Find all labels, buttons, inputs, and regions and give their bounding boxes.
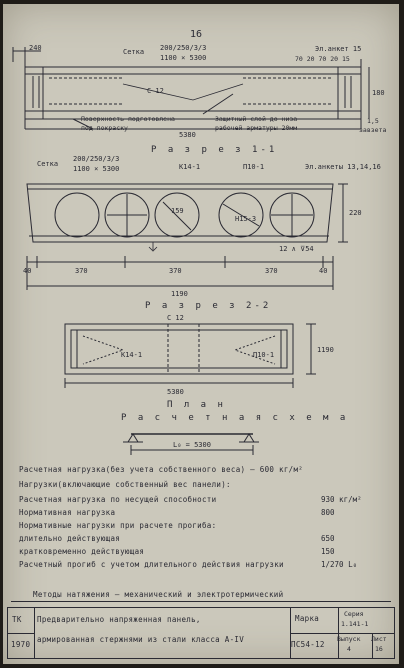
- note-cover-1: Защитный слой до низа: [215, 115, 298, 123]
- section-1-k14: К14-1: [179, 163, 201, 171]
- elevation-length: 5380: [179, 131, 196, 139]
- section-1-rebar-spec-1: 200/250/3/3: [73, 155, 120, 163]
- elevation-rebar-label: Сетка: [123, 48, 145, 56]
- load-row-value: 1/270 L₀: [321, 560, 358, 569]
- section-2-k14: К14-1: [121, 351, 143, 359]
- tb-mark-value: ПС54-12: [291, 640, 325, 649]
- title-block: [7, 607, 395, 659]
- note-right-2: завзета: [359, 126, 387, 134]
- note-right-1: 1,5: [367, 117, 379, 125]
- elevation-rebar-spec-1: 200/250/3/3: [160, 44, 207, 52]
- tb-desc-1: Предварительно напряженная панель,: [37, 615, 201, 624]
- section-1-1-title: Р а з р е з 1-1: [151, 145, 278, 155]
- elevation-drawing: [12, 47, 370, 130]
- tb-mark-label: Марка: [295, 614, 320, 623]
- section-2-p10: П10-1: [253, 351, 275, 359]
- section-1-rebar-spec-2: 1100 × 5300: [73, 165, 120, 173]
- method-underline: [11, 601, 391, 602]
- section-2-length: 5380: [167, 388, 184, 396]
- loads-header: Нагрузки(включающие собственный вес пане…: [19, 480, 231, 489]
- section-1-p10: П10-1: [243, 163, 265, 171]
- load-row-label: Расчетная нагрузка по несущей способност…: [19, 495, 217, 504]
- load-row-label: длительно действующая: [19, 534, 121, 543]
- section-1-dim-40-left: 40: [23, 267, 32, 275]
- elevation-rebar-spec-2: 1100 × 5300: [160, 54, 207, 62]
- note-cover-2: рабочей арматуры 20мм: [215, 124, 298, 132]
- tb-issue-value: 4: [347, 645, 351, 653]
- section-1-dim-40-right: 40: [319, 267, 328, 275]
- tb-code-top: ТК: [12, 615, 22, 624]
- elevation-c12: С 12: [147, 87, 164, 95]
- tb-issue-label: Выпуск: [337, 635, 361, 643]
- section-2-c12: С 12: [167, 314, 184, 322]
- drawing-sheet: 16 240 Сетка 200/250/3/3 1100 × 5300 Эл.…: [3, 4, 399, 664]
- section-1-dim-370-c: 370: [265, 267, 278, 275]
- tb-series-value: 1.141-1: [341, 620, 369, 628]
- load-row-value: 930 кг/м²: [321, 495, 362, 504]
- note-surface-2: под покраску: [81, 124, 128, 132]
- note-surface-1: Поверхность подготовлена: [81, 115, 175, 123]
- load-row-label: Расчетный прогиб с учетом длительного де…: [19, 560, 284, 569]
- design-scheme-drawing: [123, 433, 259, 455]
- scheme-title: Р а с ч е т н а я с х е м а: [121, 413, 349, 423]
- tb-series-label: Серия: [344, 610, 364, 618]
- scheme-span: L₀ = 5300: [173, 441, 211, 449]
- elevation-dim-left: 240: [29, 44, 42, 52]
- section-1-n15: Н15-3: [235, 215, 257, 223]
- tension-method: Методы натяжения — механический и электр…: [33, 590, 284, 599]
- section-1-1-drawing: [26, 183, 348, 290]
- plan-title: П л а н: [167, 400, 226, 410]
- section-2-2-title: Р а з р е з 2-2: [145, 301, 272, 311]
- drawing-linework: [12, 47, 370, 455]
- section-1-bar-159: 159: [171, 207, 184, 215]
- tb-sheet-value: 16: [375, 645, 383, 653]
- section-1-width-total: 1190: [171, 290, 188, 298]
- load-row-label: Нормативные нагрузки при расчете прогиба…: [19, 521, 217, 530]
- section-1-dim-370-a: 370: [75, 267, 88, 275]
- load-row-value: 800: [321, 508, 335, 517]
- tb-sheet-label: Лист: [371, 635, 387, 643]
- tb-desc-2: армированная стержнями из стали класса А…: [37, 635, 245, 644]
- elevation-embed-dims: 70 20 70 20 15: [295, 55, 350, 63]
- elevation-embed-label: Эл.анкет 15: [315, 45, 362, 53]
- section-2-width: 1190: [317, 346, 334, 354]
- elevation-height: 180: [372, 89, 385, 97]
- tb-code-bottom: 1970: [11, 640, 31, 649]
- load-row-label: Нормативная нагрузка: [19, 508, 116, 517]
- section-1-dim-370-b: 370: [169, 267, 182, 275]
- calc-load: Расчетная нагрузка(без учета собственног…: [19, 465, 304, 474]
- section-1-bars: 12 ∧ ⊽54: [279, 245, 314, 253]
- section-1-embed: Эл.анкеты 13,14,16: [305, 163, 381, 171]
- section-2-2-drawing: [64, 323, 316, 388]
- section-1-height: 220: [349, 209, 362, 217]
- load-row-label: кратковременно действующая: [19, 547, 145, 556]
- section-1-rebar-label: Сетка: [37, 160, 59, 168]
- page-number: 16: [190, 29, 203, 40]
- load-row-value: 650: [321, 534, 335, 543]
- load-row-value: 150: [321, 547, 335, 556]
